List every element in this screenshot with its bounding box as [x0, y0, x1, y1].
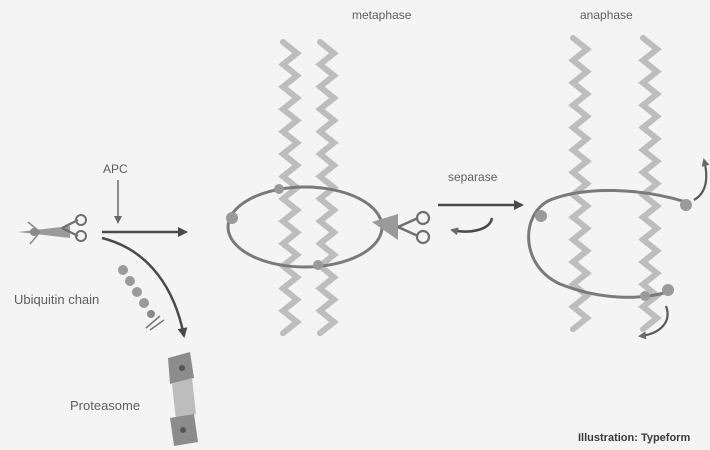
- cohesin-subunit: [640, 291, 650, 301]
- degradation-arrow: [102, 238, 184, 336]
- cohesin-kleisin-end: [372, 214, 398, 240]
- cohesin-subunit: [535, 210, 547, 222]
- scissors-icon: [398, 212, 429, 243]
- cohesin-subunit: [680, 199, 692, 211]
- cohesin-subunit: [662, 284, 674, 296]
- anaphase-arrow-up: [694, 160, 706, 200]
- securin-protein: [18, 222, 70, 244]
- ubiquitin-chain-label: Ubiquitin chain: [14, 292, 99, 307]
- cohesin-subunit: [226, 212, 238, 224]
- apc-label: APC: [103, 162, 128, 176]
- proteasome-complex: [168, 352, 198, 446]
- proteasome-label: Proteasome: [70, 398, 140, 413]
- metaphase-cohesin-ring: [226, 184, 398, 270]
- cohesin-subunit: [274, 184, 284, 194]
- illustration-credit: Illustration: Typeform: [578, 432, 690, 444]
- metaphase-label: metaphase: [352, 8, 411, 22]
- separase-label: separase: [448, 170, 497, 184]
- anaphase-label: anaphase: [580, 8, 633, 22]
- anaphase-open-cohesin: [529, 160, 707, 336]
- anaphase-chromosomes: [573, 38, 657, 329]
- separase-return-arrow: [452, 218, 492, 232]
- anaphase-chromatid-left: [573, 38, 587, 329]
- cohesin-subunit: [313, 260, 323, 270]
- anaphase-chromatid-right: [643, 38, 657, 329]
